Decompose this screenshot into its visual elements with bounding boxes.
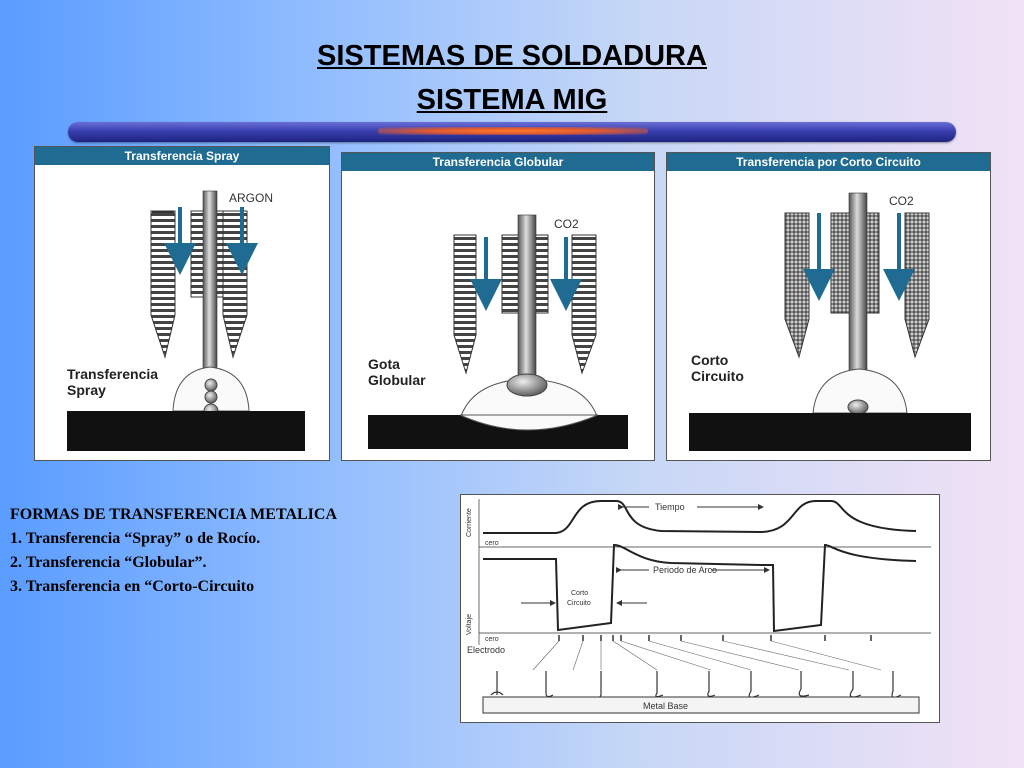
current-voltage-waveform: Tiempo Corriente cero Periodo de Arco Co… [460,494,940,723]
forms-item-3: 3. Transferencia en “Corto-Circuito [10,578,255,595]
gas-label-co2-corto: CO2 [889,194,914,208]
panel-short-circuit-transfer: CO2 Corto Circuito Transferencia por Cor… [666,152,991,461]
gas-label-argon: ARGON [229,191,273,205]
label-periodo-arco: Periodo de Arco [653,565,717,575]
globular-diagram: CO2 Gota Globular [368,214,628,449]
label-tiempo: Tiempo [655,502,685,512]
short-circuit-diagram: CO2 Corto Circuito [689,192,971,451]
label-cero-bottom: cero [485,636,499,643]
panel-label-line1: Corto [691,352,728,368]
label-metal-base: Metal Base [643,701,688,711]
spray-diagram: ARGON Transferencia Spray [67,190,305,451]
gas-label-co2-globular: CO2 [554,217,579,231]
waveform-svg: Tiempo Corriente cero Periodo de Arco Co… [466,499,931,714]
panel-label-line2: Globular [368,372,426,388]
slide-subtitle: SISTEMA MIG [416,84,608,116]
panel-header-corto-circuito: Transferencia por Corto Circuito [667,153,990,171]
panel-spray-transfer: ARGON Transferencia Spray Transferencia … [34,146,330,461]
label-cero-top: cero [485,540,499,547]
label-corto-line1: Corto [571,590,588,597]
panel-label-line2: Spray [67,382,106,398]
panel-header-spray: Transferencia Spray [35,147,329,165]
slide-title: SISTEMAS DE SOLDADURA [317,40,707,72]
panel-label-line2: Circuito [691,368,744,384]
title-divider-bar [68,122,956,142]
forms-item-1: 1. Transferencia “Spray” o de Rocío. [10,530,261,547]
label-corto-line2: Circuito [567,600,591,607]
label-corriente: Corriente [466,508,473,537]
panel-label-line1: Gota [368,356,400,372]
transfer-forms-list: FORMAS DE TRANSFERENCIA METALICA 1. Tran… [10,503,440,599]
forms-heading: FORMAS DE TRANSFERENCIA METALICA [10,506,337,523]
label-voltaje: Voltaje [466,614,473,635]
panel-label-line1: Transferencia [67,366,158,382]
label-electrodo: Electrodo [467,645,505,655]
forms-item-2: 2. Transferencia “Globular”. [10,554,207,571]
divider-glow [378,127,648,135]
panel-header-globular: Transferencia Globular [342,153,654,171]
panel-globular-transfer: CO2 Gota Globular Transferencia Globular [341,152,655,461]
